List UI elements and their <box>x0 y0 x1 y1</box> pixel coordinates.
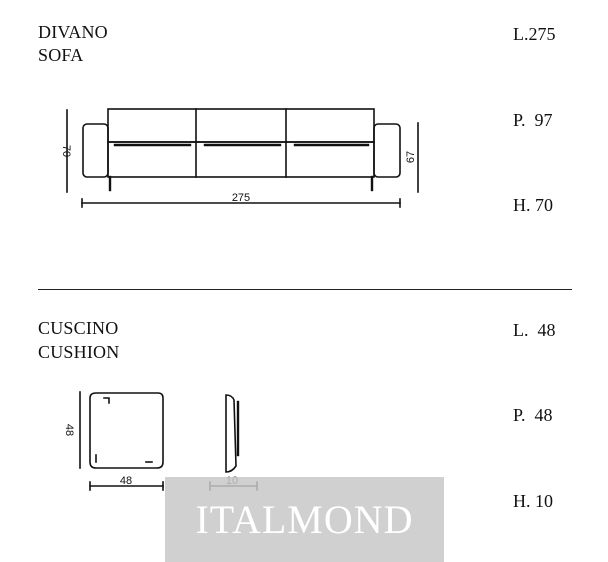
brand-watermark: ITALMOND <box>165 477 444 562</box>
cushion-name-italian: CUSCINO <box>38 318 119 338</box>
sofa-height: H. 70 <box>513 195 553 215</box>
sofa-name-english: SOFA <box>38 45 84 65</box>
cushion-height: H. 10 <box>513 491 553 511</box>
sofa-width-label: 275 <box>232 192 250 204</box>
cushion-depth: P. 48 <box>513 405 553 425</box>
sofa-depth: P. 97 <box>513 110 553 130</box>
cushion-name-english: CUSHION <box>38 342 120 362</box>
sofa-length: L.275 <box>513 24 556 44</box>
sofa-side-label: 67 <box>405 151 417 163</box>
cushion-height-label: 48 <box>63 424 75 436</box>
sofa-height-label: 70 <box>60 145 72 157</box>
sofa-front-drawing: 275 70 67 <box>60 108 419 208</box>
brand-watermark-text: ITALMOND <box>195 497 414 542</box>
cushion-width-label: 48 <box>120 475 132 487</box>
section-divider <box>38 289 572 290</box>
cushion-length: L. 48 <box>513 320 556 340</box>
sofa-name-italian: DIVANO <box>38 22 108 42</box>
